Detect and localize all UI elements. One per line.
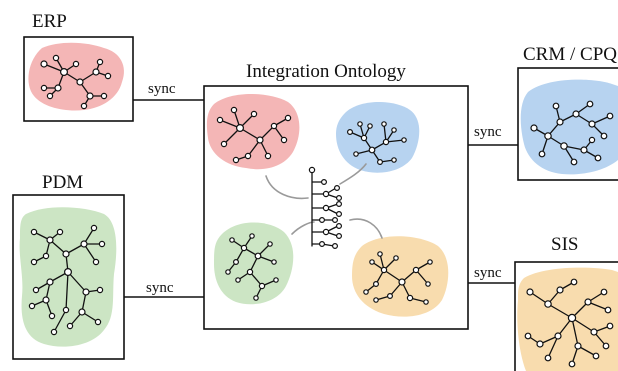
erp-title: ERP bbox=[32, 11, 67, 32]
erp-sync-label: sync bbox=[148, 81, 176, 97]
sis-graph bbox=[524, 278, 614, 368]
erp-graph bbox=[40, 54, 112, 110]
crm-title: CRM / CPQ bbox=[523, 44, 617, 65]
ontology-blue-graph bbox=[347, 121, 407, 166]
pdm-title: PDM bbox=[42, 172, 83, 193]
ontology-title: Integration Ontology bbox=[246, 61, 406, 82]
crm-blob bbox=[520, 79, 618, 175]
pdm-graph bbox=[28, 224, 106, 336]
sis-title: SIS bbox=[551, 234, 578, 255]
connectors bbox=[124, 99, 518, 298]
ontology-red-graph bbox=[216, 106, 292, 164]
ontology-core-tree bbox=[308, 166, 343, 250]
crm-graph bbox=[530, 100, 614, 166]
ontology-orange-blob bbox=[352, 236, 449, 317]
ontology-green-graph bbox=[225, 233, 279, 301]
crm-sync-label: sync bbox=[474, 124, 502, 140]
ontology-red-blob bbox=[206, 94, 300, 170]
sis-blob bbox=[517, 267, 618, 371]
pdm-sync-label: sync bbox=[146, 280, 174, 296]
sis-sync-label: sync bbox=[474, 265, 502, 281]
ontology-links bbox=[265, 163, 383, 239]
ontology-orange-graph bbox=[363, 251, 433, 305]
